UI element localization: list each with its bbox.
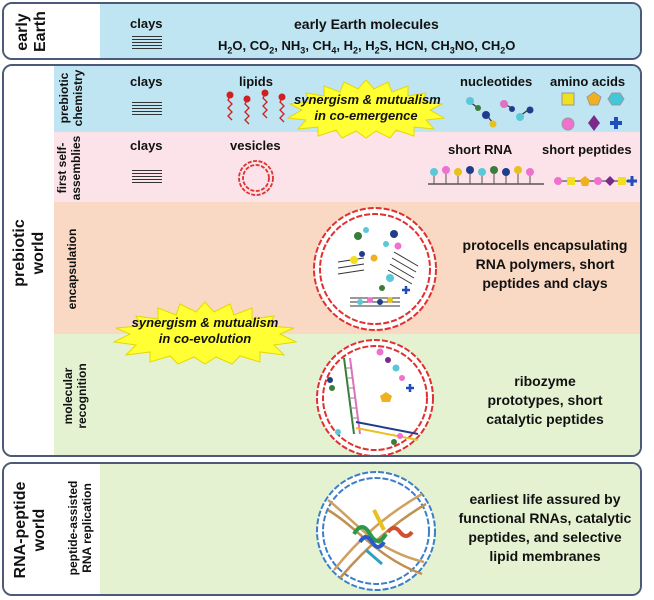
replication-row-label: peptide-assisted RNA replication bbox=[60, 474, 100, 582]
recognition-description: ribozyme prototypes, short catalytic pep… bbox=[460, 372, 630, 429]
amino-acids-icon bbox=[561, 91, 625, 131]
prebiotic-world-panel: prebiotic world prebiotic chemistry firs… bbox=[2, 64, 642, 457]
rna-world-description: earliest life assured by functional RNAs… bbox=[450, 490, 640, 566]
early-earth-molecules-title: early Earth molecules bbox=[294, 16, 439, 32]
early-earth-clay-icon bbox=[132, 36, 162, 51]
recognition-desc-line2: prototypes, short bbox=[487, 391, 603, 408]
nucleotides-label: nucleotides bbox=[460, 74, 533, 89]
self-assembly-row-label: first self- assemblies bbox=[49, 133, 89, 203]
chemistry-row-label: prebiotic chemistry bbox=[51, 66, 91, 131]
co-emergence-line1: synergism & mutualism bbox=[294, 92, 441, 107]
protocell-icon bbox=[313, 207, 437, 331]
molecule-formula: CO2 bbox=[249, 38, 275, 56]
self-assembly-label-line1: first self- bbox=[55, 142, 69, 194]
encapsulation-desc-line3: peptides and clays bbox=[482, 274, 608, 291]
co-emergence-line2: in co-emergence bbox=[314, 107, 418, 123]
short-rna-icon bbox=[428, 166, 544, 185]
short-rna-label: short RNA bbox=[448, 142, 513, 157]
early-earth-clays-label: clays bbox=[130, 16, 163, 31]
rna-peptide-world-panel: RNA-peptide world peptide-assisted RNA r… bbox=[2, 462, 642, 596]
recognition-row-label: molecular recognition bbox=[55, 353, 95, 439]
vesicle-icon bbox=[238, 160, 274, 196]
early-earth-bg bbox=[100, 4, 640, 58]
chemistry-label-line2: chemistry bbox=[71, 69, 85, 127]
lipids-icon bbox=[226, 89, 286, 125]
co-evolution-line1: synergism & mutualism bbox=[131, 315, 279, 330]
prebiotic-label-line1: prebiotic bbox=[11, 219, 28, 287]
early-earth-molecules-list: H2O, CO2, NH3, CH4, H2, H2S, HCN, CH3NO,… bbox=[218, 38, 516, 56]
rna-world-desc-line2: functional RNAs, catalytic bbox=[458, 509, 632, 526]
molecule-formula: HCN bbox=[395, 38, 424, 53]
co-emergence-star-text: synergism & mutualism in co-emergence bbox=[294, 92, 441, 123]
replication-label-line2: RNA replication bbox=[80, 483, 94, 573]
chemistry-label-line1: prebiotic bbox=[57, 72, 71, 124]
chemistry-clays-label: clays bbox=[130, 74, 163, 89]
nucleotides-icon bbox=[466, 97, 534, 128]
ribozyme-complex-icon bbox=[316, 471, 436, 591]
amino-acids-label: amino acids bbox=[550, 74, 626, 89]
molecule-formula: CH3NO bbox=[430, 38, 475, 56]
recognition-label-line1: molecular bbox=[61, 367, 75, 425]
recognition-desc-line1: ribozyme bbox=[514, 373, 576, 389]
co-emergence-star-burst bbox=[286, 79, 446, 139]
rna-peptide-world-side-label: RNA-peptide world bbox=[8, 476, 52, 584]
rna-world-desc-line4: lipid membranes bbox=[489, 547, 601, 564]
recognition-desc-line3: catalytic peptides bbox=[486, 410, 604, 427]
rna-world-label-bg bbox=[4, 464, 100, 594]
early-earth-label-bg bbox=[4, 4, 100, 58]
rna-world-desc-line1: earliest life assured by bbox=[469, 491, 621, 507]
lipids-label: lipids bbox=[239, 74, 273, 89]
short-peptides-label: short peptides bbox=[542, 142, 632, 157]
rna-world-label-line2: world bbox=[31, 508, 48, 552]
rna-world-label-line1: RNA-peptide bbox=[12, 481, 29, 579]
molecule-formula: H2S bbox=[365, 38, 389, 56]
co-evolution-line2: in co-evolution bbox=[158, 330, 252, 346]
short-peptides-icon bbox=[554, 176, 637, 186]
molecule-formula: CH4 bbox=[312, 38, 337, 56]
molecule-formula: H2O bbox=[218, 38, 243, 56]
self-assembly-row-bg bbox=[54, 132, 640, 202]
recognition-label-line2: recognition bbox=[75, 363, 89, 429]
co-evolution-star-text: synergism & mutualism in co-evolution bbox=[120, 315, 290, 346]
vesicles-label: vesicles bbox=[230, 138, 281, 153]
chemistry-clay-icon bbox=[132, 102, 162, 117]
encapsulation-desc-line2: RNA polymers, short bbox=[475, 255, 615, 272]
molecule-formula: CH2O bbox=[481, 38, 516, 56]
molecule-formula: NH3 bbox=[281, 38, 306, 56]
prebiotic-label-line2: world bbox=[30, 231, 47, 275]
self-assembly-clays-label: clays bbox=[130, 138, 163, 153]
ribozyme-protocell-icon bbox=[316, 339, 434, 455]
co-evolution-star-burst bbox=[112, 301, 298, 365]
early-earth-label-line1: early bbox=[14, 13, 31, 51]
encapsulation-description: protocells encapsulating RNA polymers, s… bbox=[450, 236, 640, 293]
self-assembly-clay-icon bbox=[132, 170, 162, 185]
molecule-formula: H2 bbox=[343, 38, 358, 56]
early-earth-label-line2: Earth bbox=[32, 11, 49, 52]
self-assembly-label-line2: assemblies bbox=[69, 135, 83, 201]
replication-label-line1: peptide-assisted bbox=[66, 480, 80, 576]
encapsulation-row-label: encapsulation bbox=[65, 228, 79, 310]
early-earth-side-label: early Earth bbox=[12, 11, 52, 52]
early-earth-panel: early Earth clays early Earth molecules … bbox=[2, 2, 642, 60]
prebiotic-world-side-label: prebiotic world bbox=[7, 198, 51, 308]
encapsulation-desc-line1: protocells encapsulating bbox=[462, 237, 628, 253]
rna-world-desc-line3: peptides, and selective bbox=[468, 528, 622, 545]
